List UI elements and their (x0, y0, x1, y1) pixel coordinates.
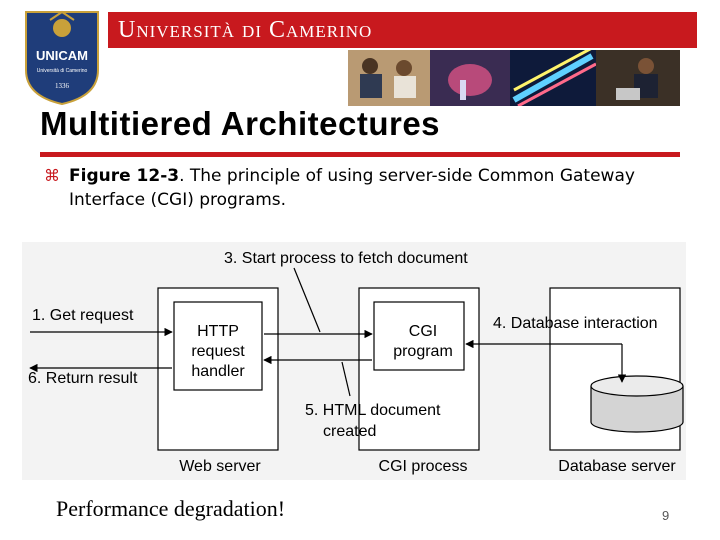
title-underline (40, 152, 680, 157)
step-4-label: 4. Database interaction (493, 315, 658, 332)
step-5-label-line-2: created (323, 423, 376, 440)
figure-description: . The principle of using server-side Com… (69, 166, 635, 210)
bullet-text: Figure 12-3. The principle of using serv… (69, 164, 684, 212)
slide-title: Multitiered Architectures (40, 105, 441, 142)
bullet-point: ⌘ Figure 12-3. The principle of using se… (44, 164, 684, 212)
logo-name: UNICAM (36, 48, 88, 63)
database-cylinder (590, 386, 684, 433)
page-number: 9 (662, 508, 670, 523)
cgi-architecture-diagram: HTTP request handler CGI program Web ser… (22, 242, 686, 480)
database-server-caption: Database server (558, 458, 676, 475)
cgi-process-caption: CGI process (379, 458, 468, 475)
step-1-label: 1. Get request (32, 307, 134, 324)
logo-subtitle: Università di Camerino (37, 68, 88, 74)
cgi-program-label-line-1: CGI (409, 323, 437, 340)
footnote-text: Performance degradation! (56, 496, 286, 521)
header-photo-strip (348, 50, 680, 106)
logo-year: 1336 (55, 82, 70, 90)
handler-label-line-2: request (191, 343, 245, 360)
leader-step-5 (341, 361, 351, 397)
leader-step-3 (293, 267, 321, 333)
step-5-label-line-1: 5. HTML document (305, 402, 441, 419)
bullet-icon: ⌘ (44, 166, 60, 185)
header-band (108, 12, 697, 48)
handler-label-line-1: HTTP (197, 323, 239, 340)
cgi-program-box (373, 301, 465, 371)
http-handler-box (173, 301, 263, 391)
cgi-program-label-line-2: program (393, 343, 453, 360)
handler-label-line-3: handler (191, 363, 245, 380)
web-server-caption: Web server (179, 458, 261, 475)
figure-reference: Figure 12-3 (69, 166, 180, 186)
university-name: Università di Camerino (118, 17, 373, 43)
step-3-label: 3. Start process to fetch document (224, 250, 468, 267)
unicam-logo: UNICAM Università di Camerino 1336 (25, 10, 99, 106)
step-6-label: 6. Return result (28, 370, 138, 387)
